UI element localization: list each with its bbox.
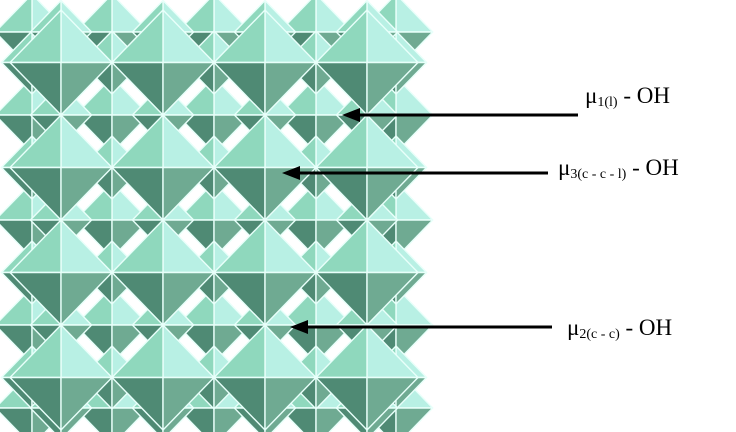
label-symbol: μ	[585, 83, 597, 108]
label-suffix: - OH	[620, 315, 672, 340]
label-subscript: 2(c - c)	[579, 327, 619, 342]
octahedron-face	[396, 0, 433, 32]
label-suffix: - OH	[626, 155, 678, 180]
label-mu2-oh: μ2(c - c) - OH	[567, 316, 672, 339]
octahedron-face	[0, 408, 32, 432]
octahedron-face	[396, 408, 433, 432]
label-subscript: 3(c - c - l)	[570, 167, 626, 182]
label-mu3-oh: μ3(c - c - l) - OH	[558, 156, 679, 179]
label-subscript: 1(l)	[597, 95, 617, 110]
octahedron-face	[0, 0, 32, 32]
octahedral-sheet	[0, 0, 433, 432]
label-symbol: μ	[567, 315, 579, 340]
label-mu1-oh: μ1(l) - OH	[585, 84, 670, 107]
label-suffix: - OH	[618, 83, 670, 108]
label-symbol: μ	[558, 155, 570, 180]
